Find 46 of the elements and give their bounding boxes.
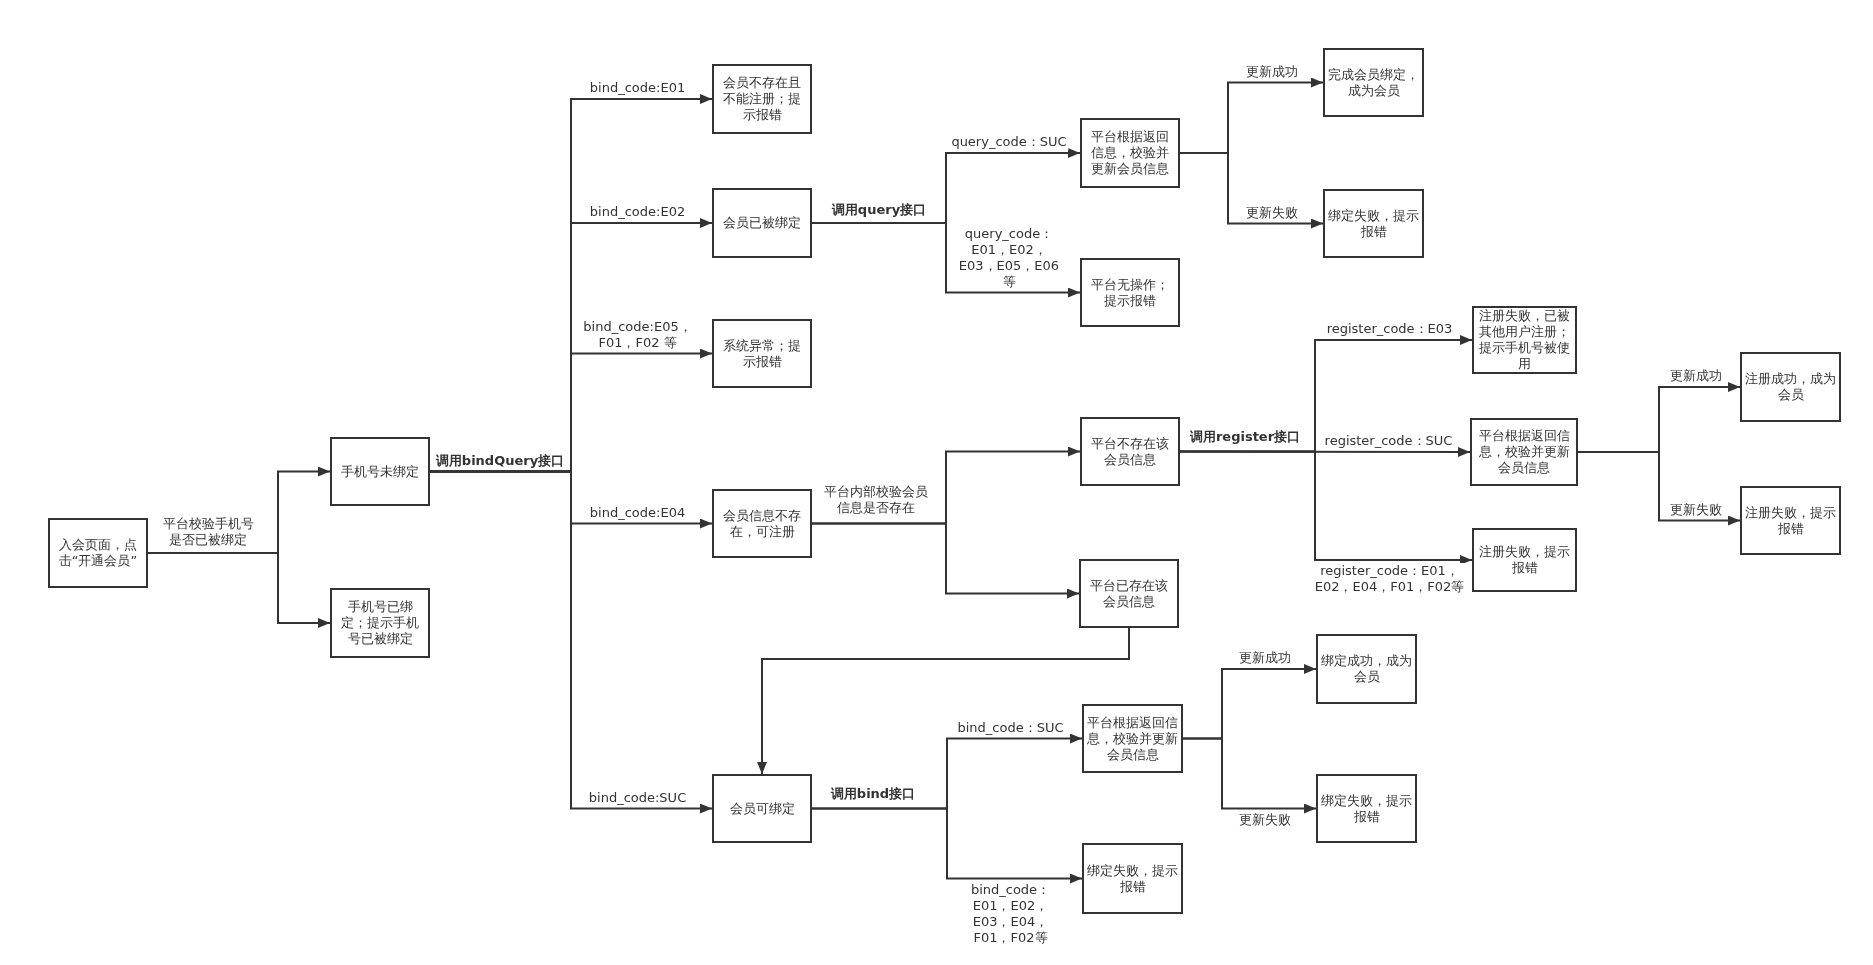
- process-box: 入会页面，点击“开通会员”: [48, 518, 148, 588]
- arrow: [1182, 737, 1317, 814]
- arrow: [429, 470, 713, 814]
- process-box: 绑定失败，提示报错: [1082, 843, 1183, 914]
- edge-label: register_code：SUC: [1322, 433, 1455, 449]
- process-box: 会员已被绑定: [712, 188, 812, 258]
- process-box: 平台根据返回信息，校验并更新会员信息: [1080, 118, 1180, 188]
- process-box: 手机号已绑定；提示手机号已被绑定: [330, 588, 430, 658]
- process-box: 绑定失败，提示报错: [1316, 774, 1417, 843]
- process-box: 平台已存在该会员信息: [1079, 559, 1179, 628]
- process-box: 会员信息不存在，可注册: [712, 489, 812, 558]
- arrow: [811, 222, 1081, 298]
- edge-label: register_code：E03: [1324, 321, 1455, 337]
- arrow: [811, 807, 1083, 884]
- edge-label: 更新失败: [1243, 204, 1300, 221]
- process-box: 注册成功，成为会员: [1740, 352, 1841, 422]
- arrow: [811, 522, 1080, 599]
- process-box: 系统异常；提示报错: [712, 319, 812, 388]
- edge-label: 更新失败: [1667, 501, 1724, 518]
- edge-label: bind_code:E01: [587, 80, 688, 96]
- process-box: 平台不存在该会员信息: [1080, 417, 1180, 486]
- edge-label: bind_code:E04: [587, 504, 688, 521]
- edge-label: 更新成功: [1667, 368, 1724, 384]
- process-box: 平台根据返回信息，校验并更新会员信息: [1082, 704, 1183, 773]
- process-box: 会员不存在且不能注册；提示报错: [712, 64, 812, 134]
- process-box: 手机号未绑定: [330, 437, 430, 506]
- arrow: [1179, 152, 1324, 229]
- arrow: [757, 627, 1130, 775]
- process-box: 注册失败，提示报错: [1740, 486, 1841, 555]
- edge-label: 更新失败: [1237, 811, 1293, 828]
- process-box: 完成会员绑定，成为会员: [1323, 48, 1424, 117]
- arrow: [1179, 450, 1473, 565]
- process-box: 绑定失败，提示报错: [1323, 189, 1424, 258]
- process-box: 平台根据返回信息，校验并更新会员信息: [1470, 418, 1578, 486]
- edge-label: query_code：SUC: [949, 134, 1069, 150]
- process-box: 平台无操作；提示报错: [1080, 258, 1180, 327]
- process-box: 绑定成功，成为会员: [1316, 634, 1417, 704]
- process-box: 注册失败，已被其他用户注册；提示手机号被使用: [1472, 306, 1577, 374]
- edge-label: 更新成功: [1243, 63, 1300, 80]
- arrow: [1577, 451, 1741, 526]
- process-box: 注册失败，提示报错: [1472, 528, 1577, 592]
- edge-label: bind_code：SUC: [955, 719, 1066, 736]
- edge-label: bind_code:SUC: [586, 789, 689, 806]
- edge-label: 更新成功: [1237, 650, 1293, 666]
- process-box: 会员可绑定: [712, 774, 812, 843]
- arrow: [147, 552, 331, 628]
